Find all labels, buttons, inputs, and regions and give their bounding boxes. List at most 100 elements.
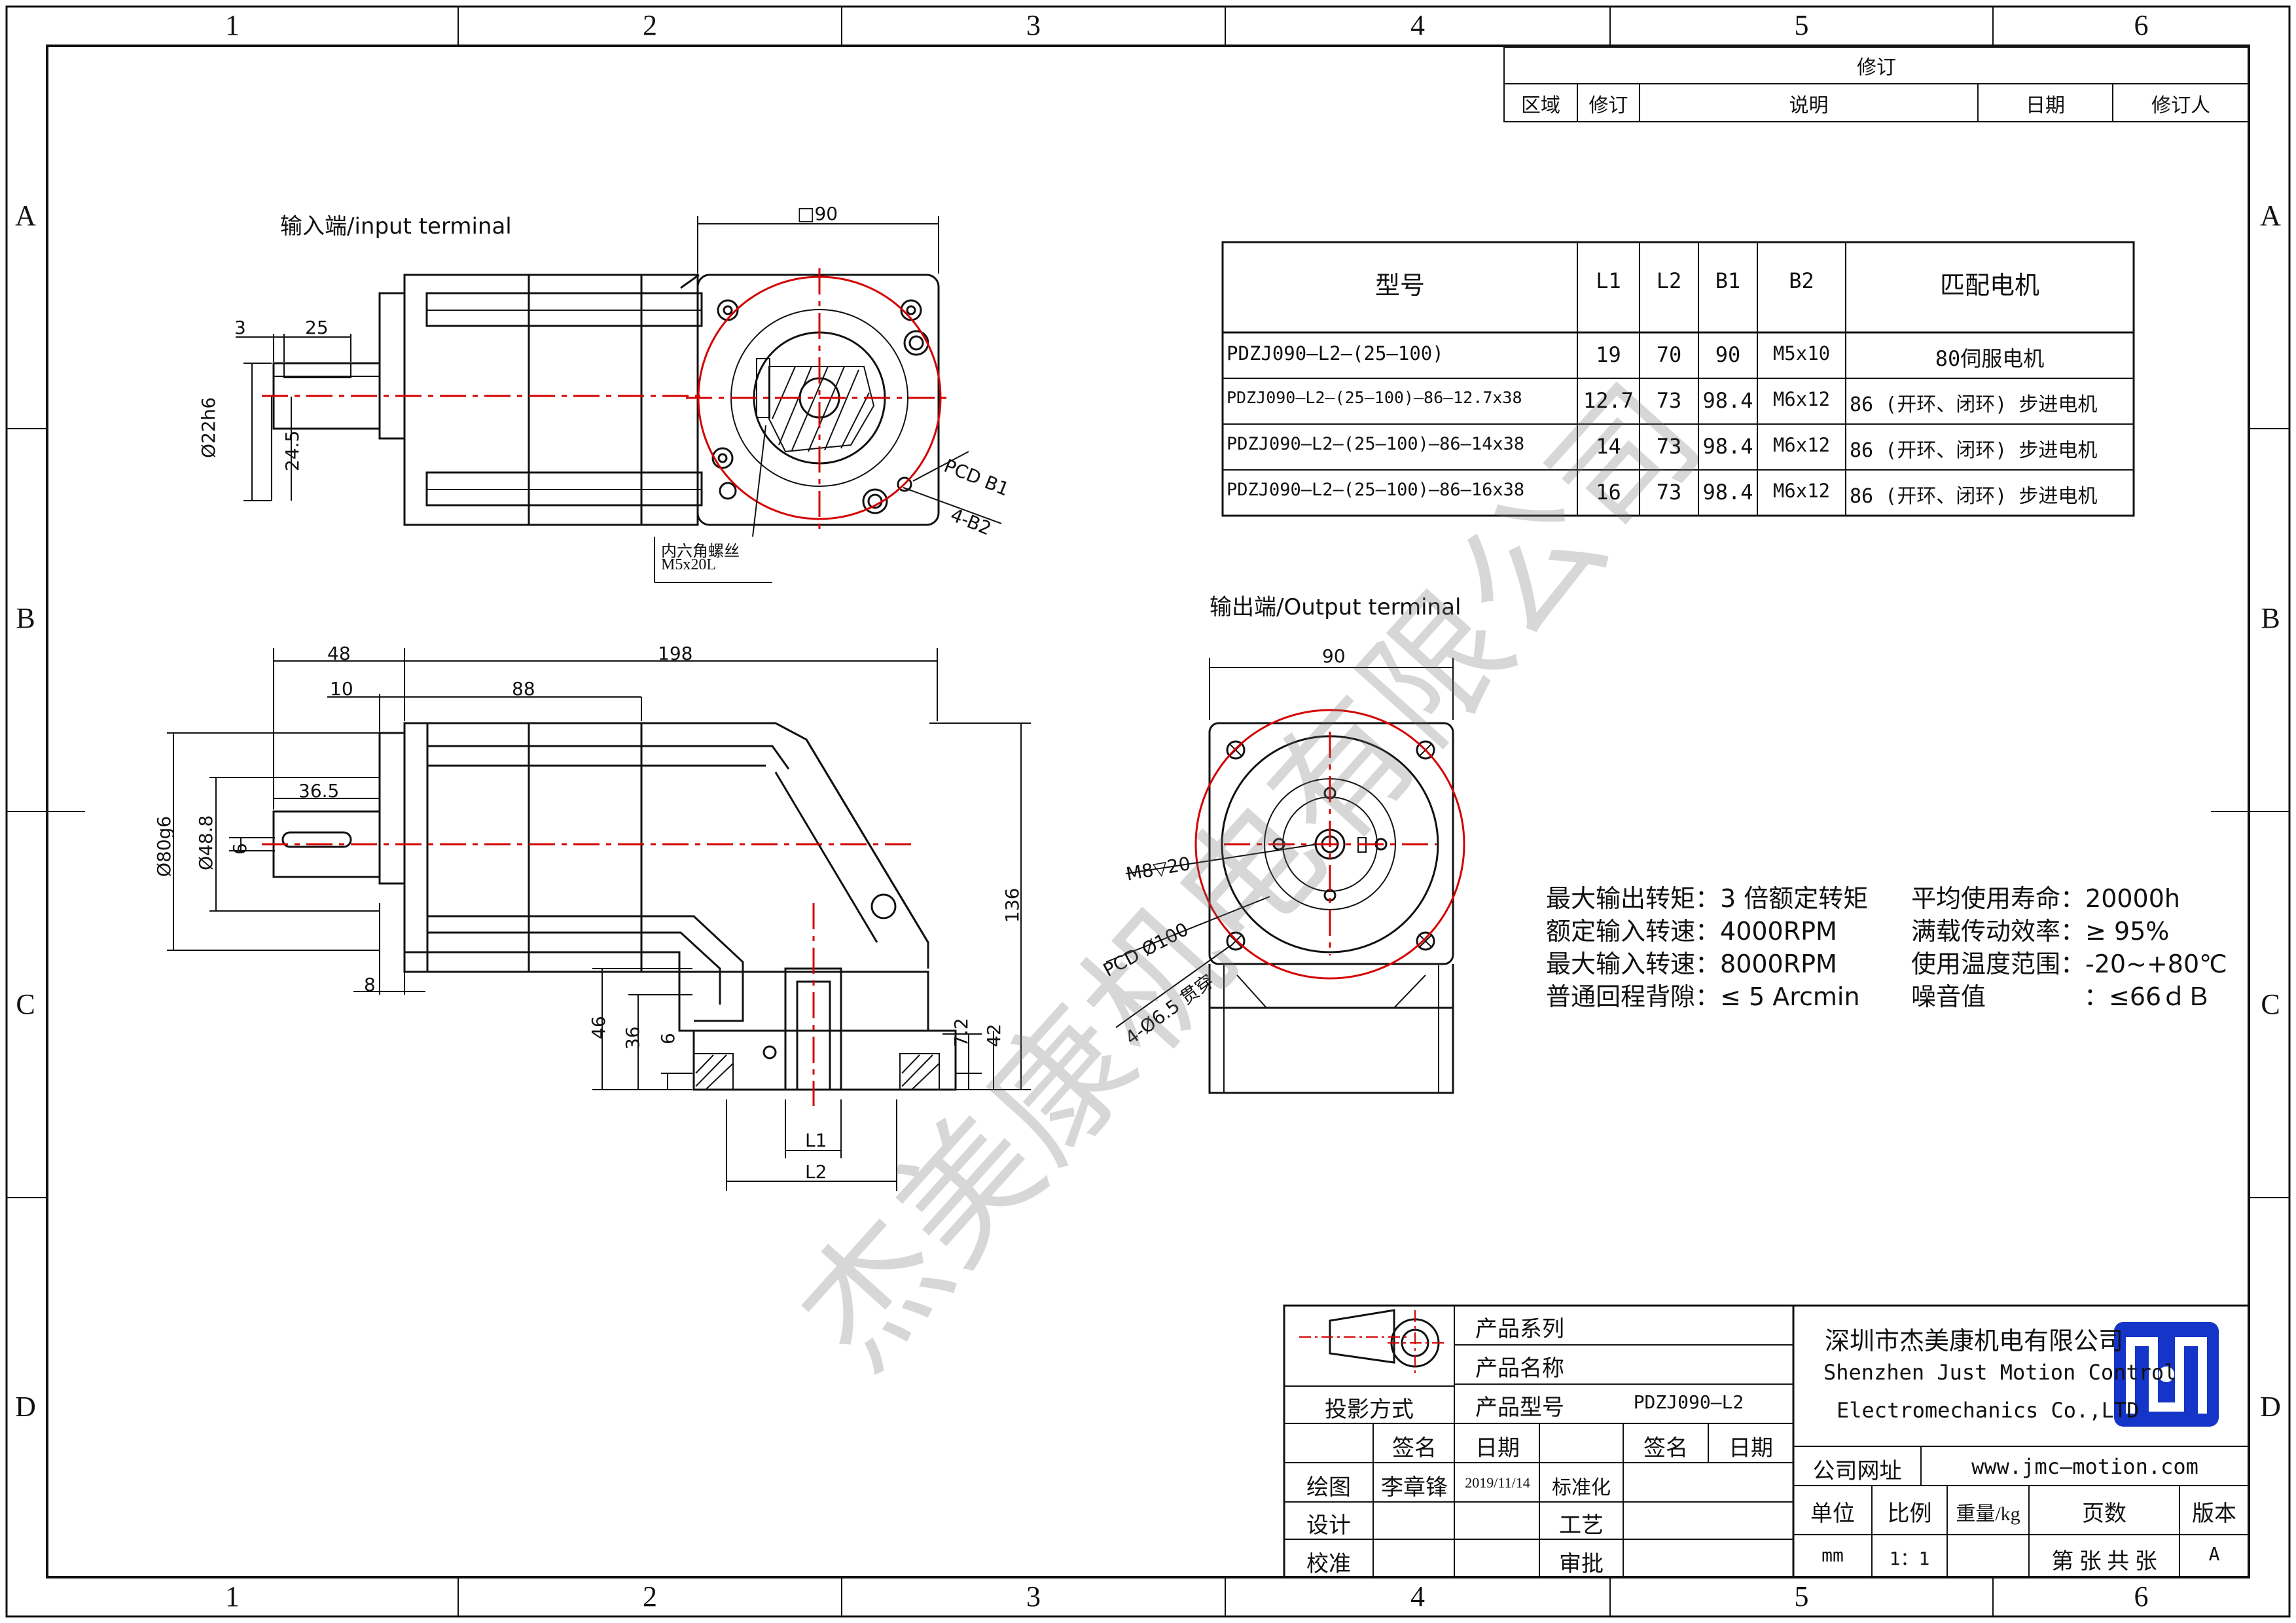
- zone-row-d: D: [15, 1391, 36, 1423]
- revision-col-desc: 说明: [1789, 94, 1829, 117]
- table-cell-model: PDZJ090—L2—(25—100): [1227, 342, 1444, 365]
- tb-website[interactable]: www.jmc—motion.com: [1971, 1454, 2198, 1479]
- spec-noise: 噪音值：≤66ｄＢ: [1911, 982, 2212, 1011]
- dim-l1: L1: [805, 1130, 827, 1151]
- table-cell-model: PDZJ090—L2—(25—100)—86—16x38: [1227, 480, 1525, 500]
- tb-company-en-1: Shenzhen Just Motion Control: [1823, 1360, 2177, 1385]
- tb-unit-label: 单位: [1810, 1502, 1855, 1526]
- table-cell-motor: 86 (开环、闭环) 步进电机: [1850, 393, 2098, 416]
- revision-col-zone: 区域: [1521, 94, 1560, 117]
- spec-label: 最大输出转矩: [1546, 884, 1696, 913]
- zone-row-d-right: D: [2260, 1391, 2281, 1423]
- spec-value: ≥ 95%: [2085, 917, 2170, 946]
- input-centerlines: [262, 268, 952, 530]
- model-table-header-b1: B1: [1715, 268, 1741, 293]
- spec-label: 满载传动效率: [1911, 917, 2061, 946]
- dim-input-d22: Ø22h6: [198, 397, 219, 458]
- projection-centerlines: [1299, 1310, 1448, 1376]
- side-hatch: [695, 1054, 940, 1090]
- tb-product-name-label: 产品名称: [1475, 1357, 1564, 1381]
- spec-value: ≤ 5 Arcmin: [1720, 982, 1860, 1011]
- table-cell-l1: 14: [1596, 434, 1621, 459]
- zone-row-a-right: A: [2260, 200, 2281, 232]
- tb-weight-label: 重量/kg: [1956, 1503, 2020, 1525]
- zone-col-1: 1: [225, 9, 240, 41]
- tb-product-series-label: 产品系列: [1475, 1317, 1564, 1342]
- tb-sign-label: 签名: [1392, 1436, 1437, 1461]
- dim-d48-8: Ø48.8: [195, 815, 217, 870]
- dim-46: 46: [588, 1016, 609, 1039]
- dim-input-square: □90: [797, 203, 838, 224]
- table-cell-b1: 98.4: [1702, 388, 1753, 413]
- zone-row-b: B: [16, 602, 35, 634]
- model-table-header-model: 型号: [1374, 272, 1425, 300]
- zone-col-6-bottom: 6: [2134, 1580, 2149, 1613]
- company-logo: [2114, 1322, 2219, 1427]
- projection-symbol: [1329, 1309, 1440, 1368]
- dim-198: 198: [658, 643, 693, 664]
- zone-row-c: C: [16, 988, 35, 1020]
- revision-table: [1503, 46, 2250, 122]
- zone-col-3-bottom: 3: [1026, 1580, 1041, 1613]
- tb-standard-label: 标准化: [1552, 1477, 1611, 1499]
- zone-row-a: A: [15, 200, 36, 232]
- table-cell-l2: 73: [1656, 480, 1682, 505]
- tb-draw-date: 2019/11/14: [1465, 1474, 1530, 1491]
- model-table-header-l1: L1: [1596, 268, 1621, 293]
- model-table-grid: [1221, 241, 2135, 517]
- table-cell-model: PDZJ090—L2—(25—100)—86—14x38: [1227, 434, 1525, 454]
- dim-10: 10: [330, 678, 353, 700]
- spec-backlash: 普通回程背隙：≤ 5 Arcmin: [1546, 982, 1860, 1011]
- side-centerlines: [262, 843, 916, 1106]
- spec-value: ≤66ｄＢ: [2109, 982, 2212, 1011]
- spec-label: 最大输入转速: [1546, 950, 1696, 978]
- model-table-header-motor: 匹配电机: [1939, 272, 2039, 300]
- zone-col-3: 3: [1026, 9, 1041, 41]
- dim-36: 36: [622, 1026, 643, 1050]
- tb-approve-label: 审批: [1559, 1552, 1604, 1577]
- model-table-header-b2: B2: [1789, 268, 1814, 293]
- spec-label: 噪音值: [1911, 982, 1986, 1011]
- input-view-title: 输入端/input terminal: [280, 213, 512, 240]
- tb-company-en-2: Electromechanics Co.,LTD: [1837, 1398, 2140, 1423]
- tb-draw-label: 绘图: [1306, 1476, 1351, 1500]
- dim-136: 136: [1001, 887, 1023, 923]
- tb-unit: mm: [1821, 1544, 1844, 1566]
- tb-pages-label: 页数: [2082, 1502, 2126, 1526]
- dim-8: 8: [364, 974, 376, 995]
- tb-date-label-2: 日期: [1729, 1436, 1773, 1461]
- table-cell-model: PDZJ090—L2—(25—100)—86—12.7x38: [1227, 388, 1522, 407]
- dim-88: 88: [512, 678, 535, 700]
- tb-website-label: 公司网址: [1812, 1459, 1902, 1484]
- zone-col-4-bottom: 4: [1410, 1580, 1425, 1613]
- table-cell-motor: 86 (开环、闭环) 步进电机: [1850, 439, 2098, 462]
- zone-ticks: [7, 7, 2289, 1616]
- model-table-header-l2: L2: [1656, 268, 1682, 293]
- spec-efficiency: 满载传动效率：≥ 95%: [1911, 917, 2170, 946]
- spec-label: 普通回程背隙: [1546, 982, 1696, 1011]
- dim-input-3: 3: [234, 317, 246, 338]
- zone-col-4: 4: [1410, 9, 1425, 41]
- table-cell-b2: M6x12: [1772, 388, 1831, 410]
- dim-6-shaft: 6: [229, 843, 251, 855]
- spec-value: 4000RPM: [1720, 917, 1837, 946]
- tb-scale-label: 比例: [1887, 1502, 1932, 1526]
- table-cell-b1: 98.4: [1702, 434, 1753, 459]
- output-dimension-lines: [1105, 658, 1454, 1028]
- table-cell-l1: 12.7: [1583, 388, 1634, 413]
- spec-temperature: 使用温度范围：-20~+80℃: [1911, 950, 2227, 978]
- output-view-title: 输出端/Output terminal: [1210, 594, 1462, 620]
- spec-value: -20~+80℃: [2085, 950, 2227, 978]
- revision-col-reviser: 修订人: [2151, 94, 2210, 117]
- spec-label: 平均使用寿命: [1911, 884, 2061, 913]
- table-cell-l2: 73: [1656, 388, 1682, 413]
- dim-l2: L2: [805, 1161, 827, 1183]
- tb-date-label: 日期: [1475, 1436, 1520, 1461]
- zone-col-6: 6: [2134, 9, 2149, 41]
- input-face-hatch: [772, 366, 870, 452]
- tb-product-model-label: 产品型号: [1475, 1396, 1564, 1420]
- tb-product-model: PDZJ090—L2: [1633, 1391, 1744, 1413]
- tb-check-label: 校准: [1306, 1552, 1351, 1577]
- zone-col-5-bottom: 5: [1794, 1580, 1809, 1613]
